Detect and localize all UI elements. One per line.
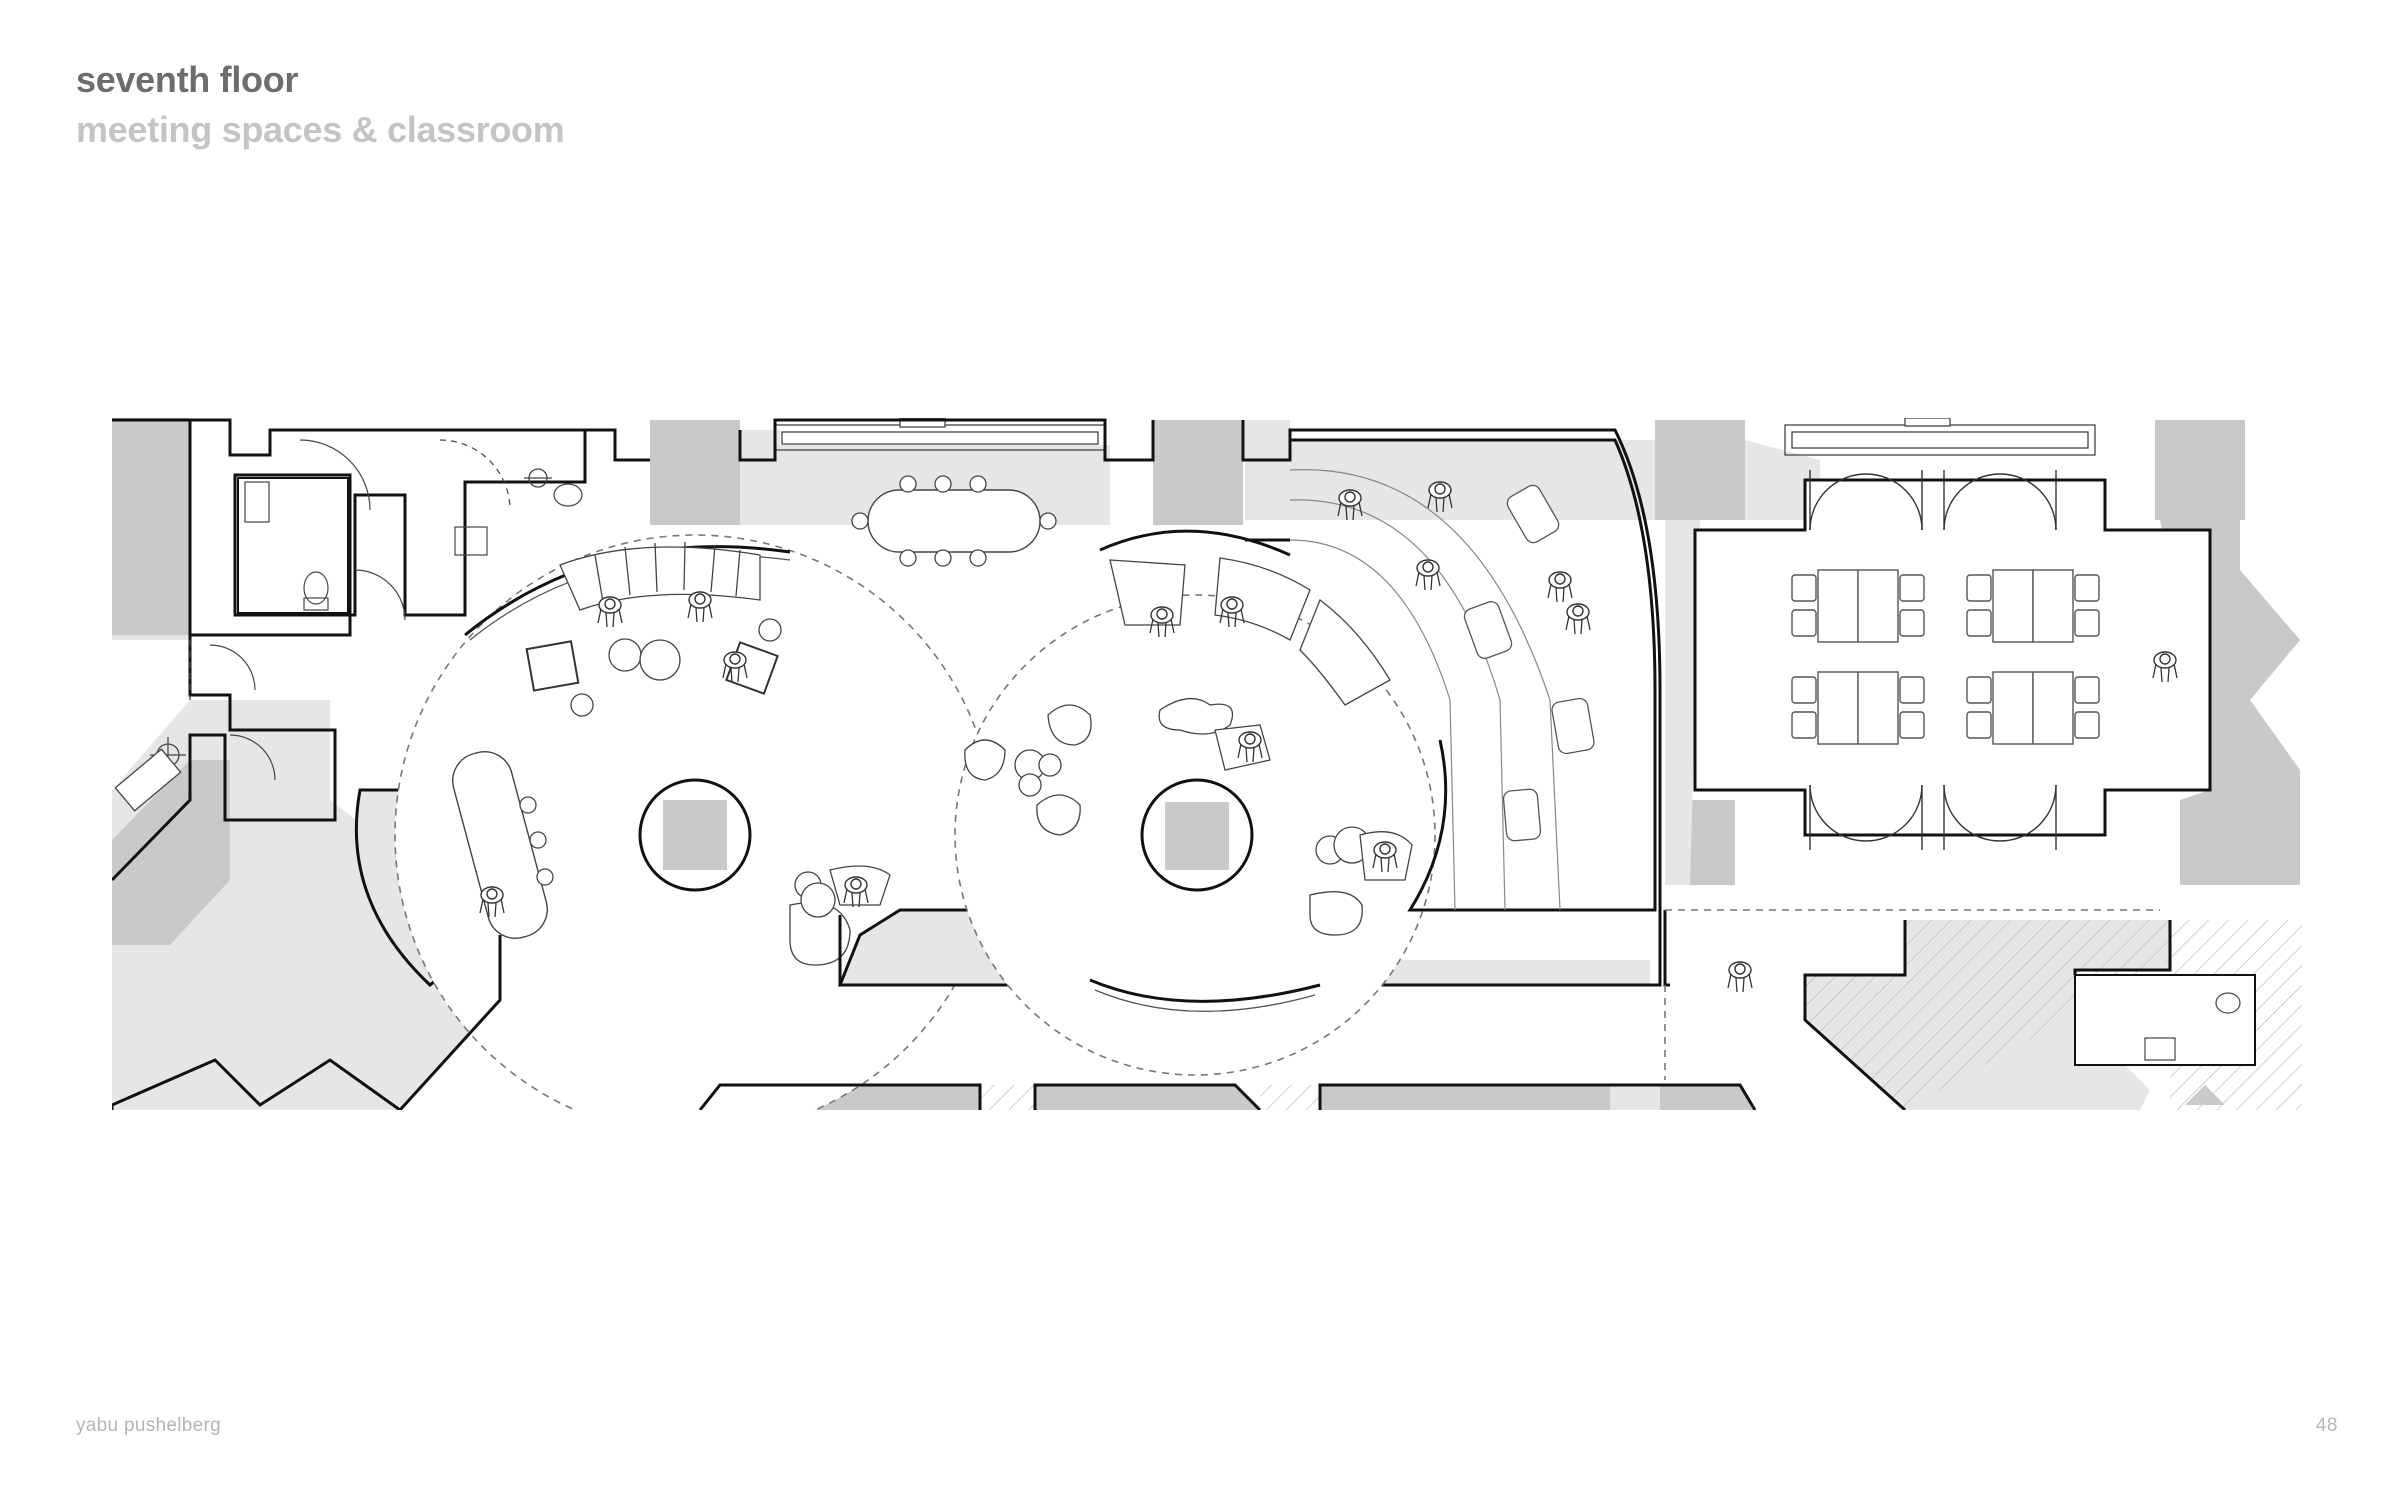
page-subtitle: meeting spaces & classroom [76,109,565,150]
footer-brand: yabu pushelberg [76,1415,221,1436]
page-title: seventh floor [76,59,299,100]
page-number: 48 [2315,1415,2338,1436]
